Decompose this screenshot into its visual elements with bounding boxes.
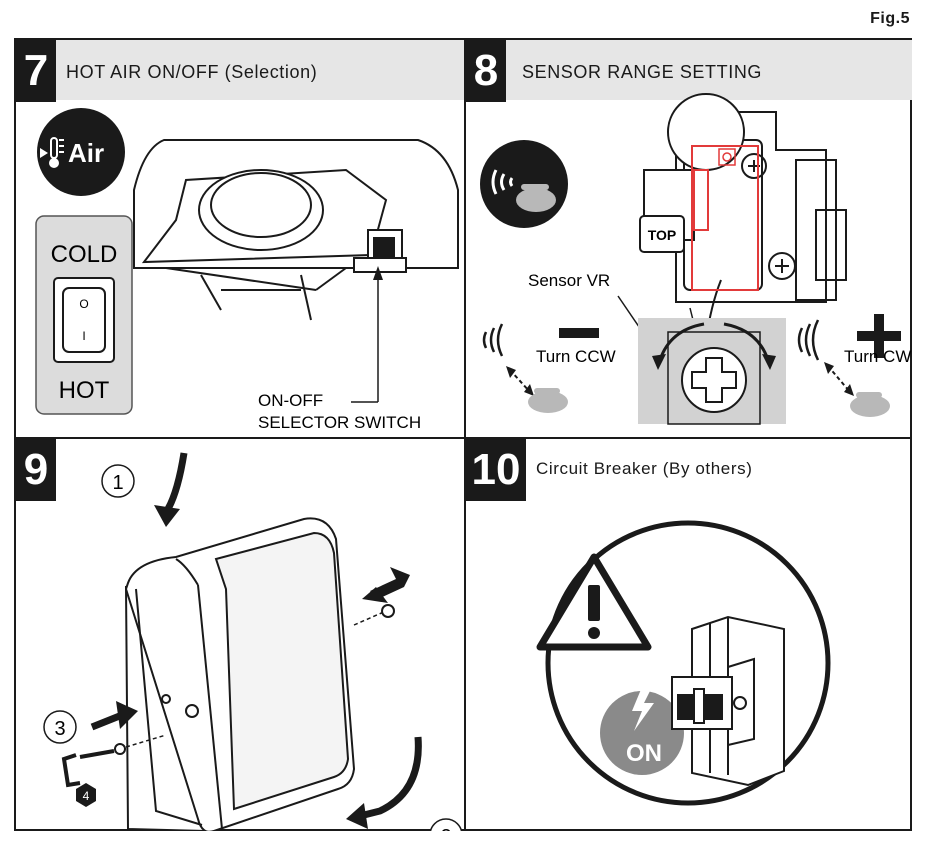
warning-icon — [536, 553, 652, 651]
step-7-header — [16, 40, 464, 100]
step-8-number: 8 — [466, 40, 506, 102]
sensor-potentiometer — [638, 318, 786, 425]
cold-label: COLD — [51, 241, 118, 268]
arrow-1 — [164, 452, 188, 511]
sensor-vr-label: Sensor VR — [528, 271, 610, 290]
turn-cw-indicator: Turn CW — [797, 314, 911, 417]
plus-icon — [857, 314, 901, 358]
callout-1: 1 — [112, 472, 123, 494]
allen-key: 4 — [61, 734, 167, 807]
arrow-2 — [363, 736, 422, 819]
step-10-number: 10 — [466, 439, 526, 501]
circuit-breaker-drawing — [671, 615, 785, 787]
turn-cw-label: Turn CW — [844, 347, 911, 366]
figure-label: Fig.5 — [870, 10, 910, 27]
step-7-number: 7 — [16, 40, 56, 102]
hot-label: HOT — [59, 377, 110, 404]
top-marker: TOP — [639, 215, 685, 253]
step-10-illustration: ON — [536, 520, 831, 806]
step-7-panel: 7 HOT AIR ON/OFF (Selection) Air COLD O — [16, 40, 464, 437]
step-10-panel: 10 Circuit Breaker (By others) ON — [466, 439, 912, 831]
air-label: Air — [68, 138, 104, 168]
turn-ccw-indicator: Turn CCW — [482, 323, 616, 413]
step-9-illustration: 1 3 — [43, 452, 463, 831]
on-badge: ON — [600, 687, 684, 775]
callout-4: 4 — [83, 789, 90, 803]
step-7-title: HOT AIR ON/OFF (Selection) — [66, 62, 318, 82]
sensor-hand-icon — [480, 140, 568, 228]
cold-hot-switch-graphic: COLD O I HOT — [35, 215, 133, 415]
top-sensor-highlight — [693, 169, 709, 231]
step-8-panel: 8 SENSOR RANGE SETTING — [466, 40, 912, 437]
minus-icon — [559, 328, 599, 338]
step-8-illustration: TOP Sensor VR Turn CCW — [480, 93, 911, 425]
callout-2: 2 — [440, 826, 451, 831]
step-8-title: SENSOR RANGE SETTING — [522, 62, 763, 82]
step-7-illustration: Air COLD O I HOT — [35, 108, 459, 432]
rocker-on-mark: O — [79, 297, 88, 311]
instruction-grid: 7 HOT AIR ON/OFF (Selection) Air COLD O — [14, 38, 912, 831]
dryer-underside-drawing — [133, 139, 459, 321]
step-10-title: Circuit Breaker (By others) — [536, 459, 753, 478]
step-8-header — [466, 40, 912, 100]
grid-divider-vertical — [464, 40, 466, 829]
hot-air-icon: Air — [37, 108, 125, 196]
callout-on-off: ON-OFF — [258, 391, 323, 410]
step-9-number: 9 — [16, 439, 56, 501]
top-label: TOP — [648, 227, 677, 243]
screw-right — [353, 567, 410, 626]
sensor-highlight-box — [691, 145, 759, 291]
callout-3: 3 — [54, 718, 65, 740]
dryer-body-drawing — [124, 517, 356, 831]
step-9-panel: 9 1 — [16, 439, 464, 831]
rocker-off-mark: I — [82, 329, 85, 343]
callout-selector-switch: SELECTOR SWITCH — [258, 413, 421, 432]
on-label: ON — [626, 740, 662, 767]
grid-divider-horizontal — [16, 437, 910, 439]
selector-switch-callout: ON-OFF SELECTOR SWITCH — [258, 266, 421, 432]
turn-ccw-label: Turn CCW — [536, 347, 616, 366]
